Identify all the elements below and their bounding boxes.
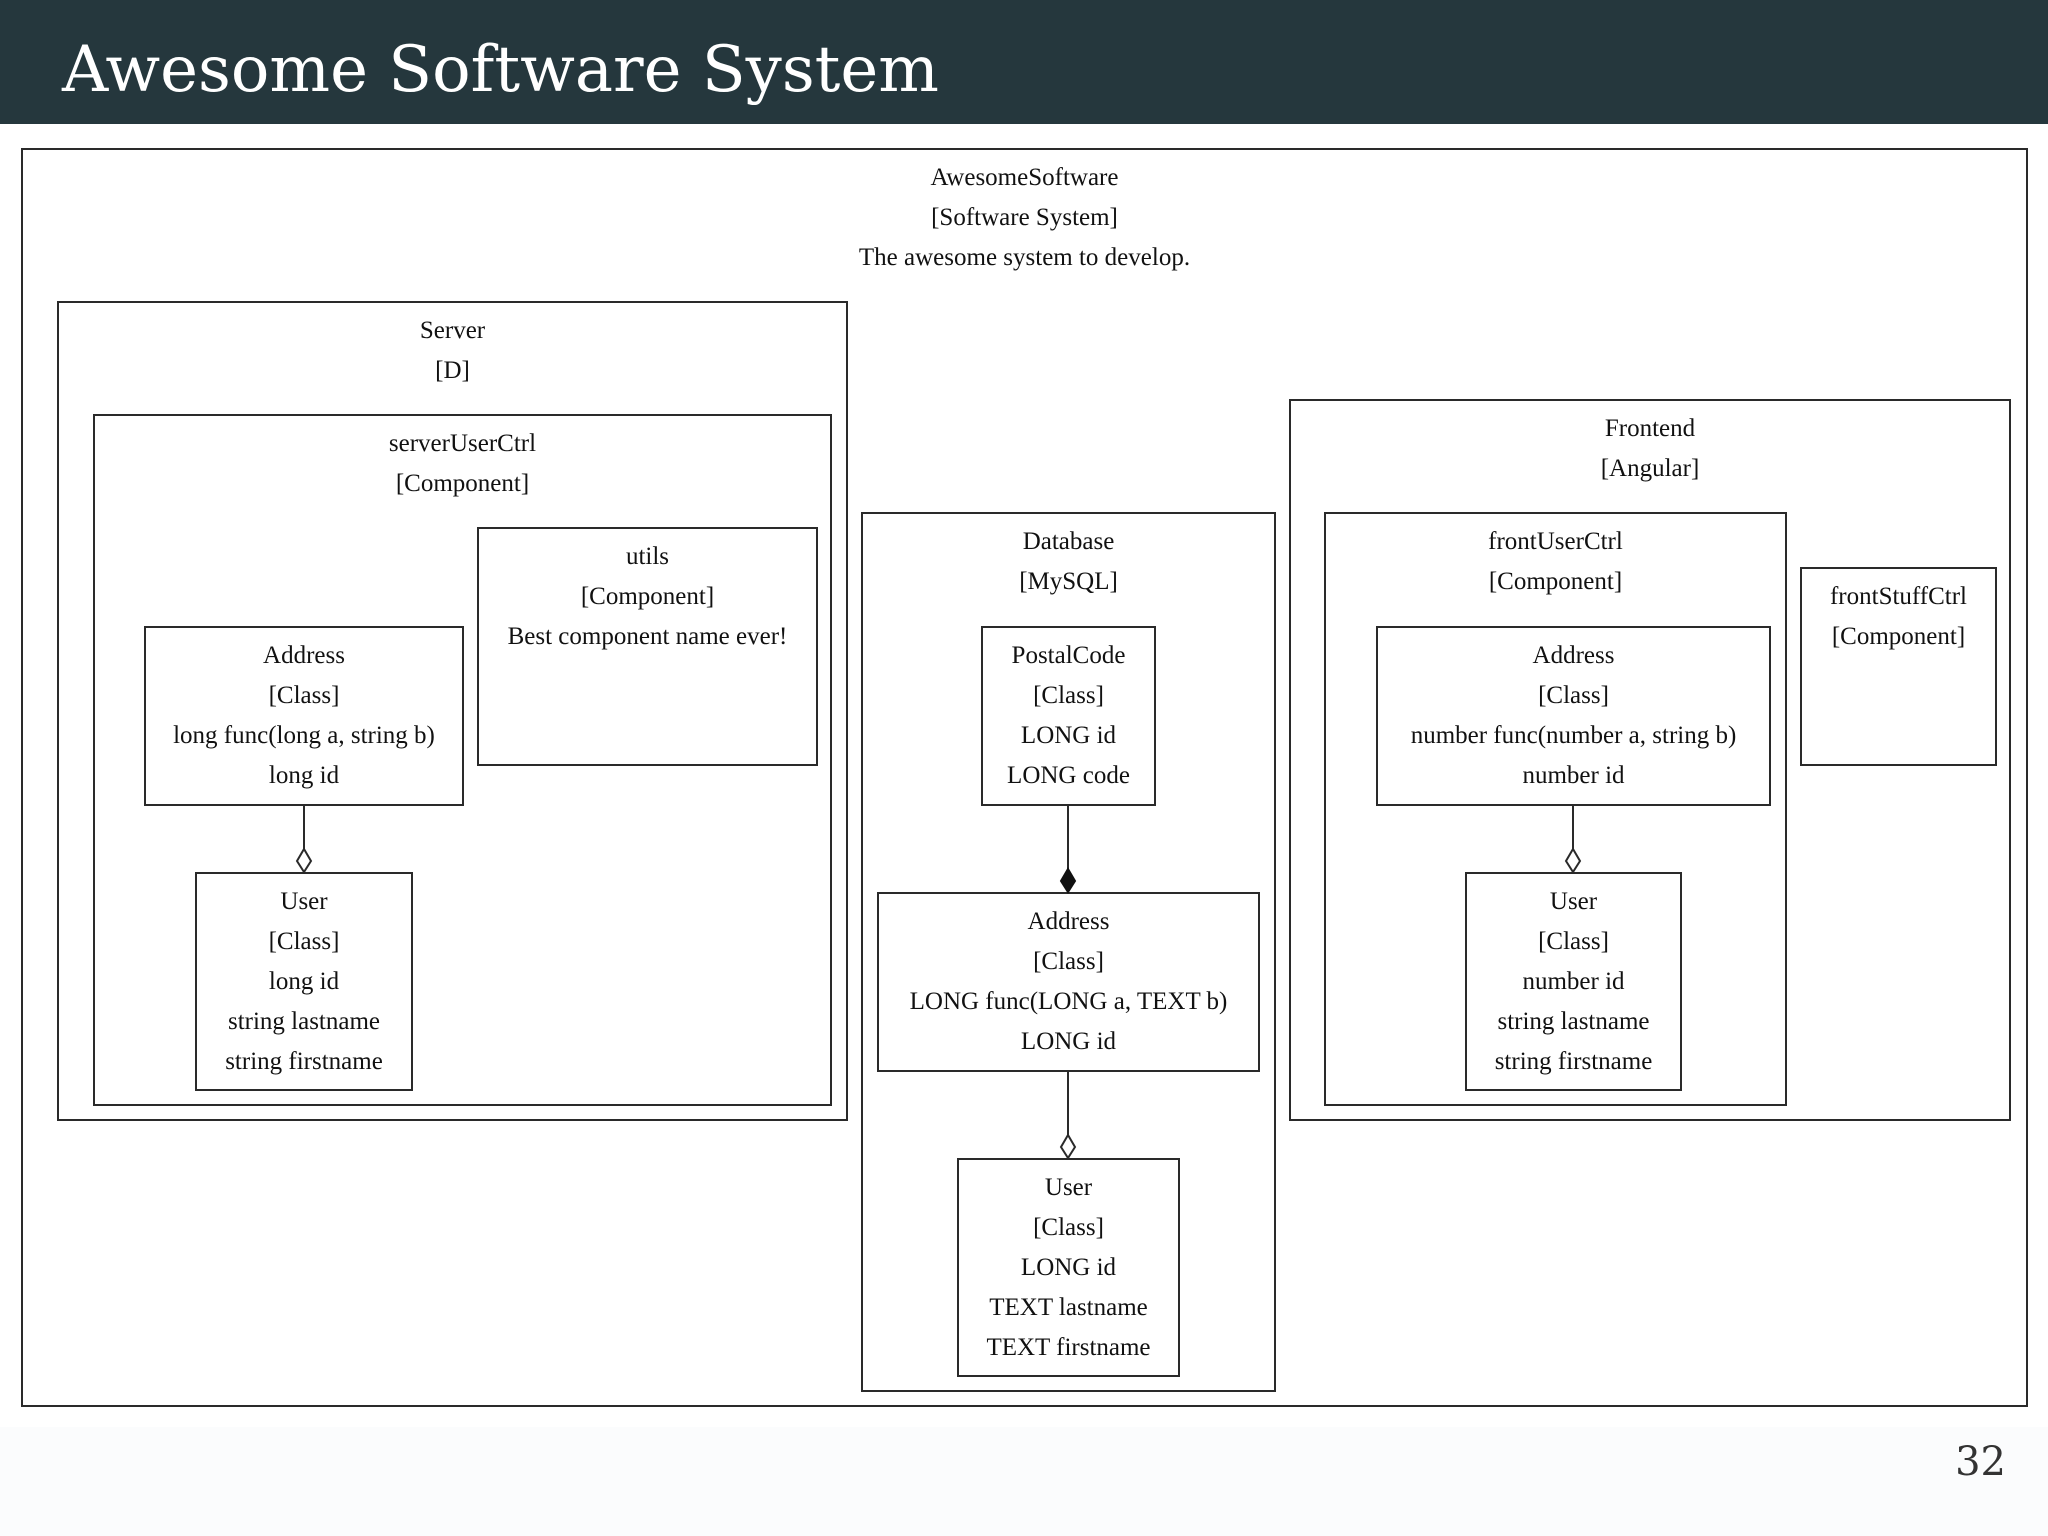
front-user-ctrl-name: frontUserCtrl	[1488, 528, 1623, 555]
software-system-box: AwesomeSoftware [Software System] The aw…	[21, 148, 2028, 1407]
db-user-name: User	[1044, 1174, 1093, 1201]
server-address-member: long func(long a, string b)	[173, 722, 435, 749]
utils-type: [Component]	[580, 583, 715, 610]
server-user-ctrl-name: serverUserCtrl	[388, 430, 537, 457]
db-postal-code-name: PostalCode	[1011, 642, 1126, 669]
db-user-member: TEXT lastname	[989, 1294, 1148, 1321]
footer	[0, 1427, 2048, 1536]
server-user-type: [Class]	[268, 928, 340, 955]
db-user-member: LONG id	[1020, 1254, 1117, 1281]
server-address-name: Address	[263, 642, 345, 669]
server-user-member: string firstname	[225, 1048, 383, 1075]
db-address-class: Address [Class] LONG func(LONG a, TEXT b…	[877, 892, 1260, 1072]
front-stuff-ctrl-component: frontStuffCtrl [Component]	[1800, 567, 1997, 766]
front-user-member: number id	[1522, 968, 1625, 995]
db-address-type: [Class]	[1033, 948, 1104, 975]
front-user-ctrl-component: frontUserCtrl [Component]	[1324, 512, 1787, 1106]
server-user-ctrl-type: [Component]	[395, 470, 530, 497]
front-user-member: string lastname	[1497, 1008, 1650, 1035]
server-type: [D]	[435, 357, 470, 384]
server-address-class: Address [Class] long func(long a, string…	[144, 626, 464, 806]
utils-component: utils [Component] Best component name ev…	[477, 527, 818, 766]
slide-title: Awesome Software System	[62, 33, 939, 107]
system-type: [Software System]	[931, 204, 1118, 231]
system-description: The awesome system to develop.	[858, 244, 1191, 271]
db-postal-code-member: LONG code	[1007, 762, 1130, 789]
server-name: Server	[419, 317, 486, 344]
server-user-ctrl-component: serverUserCtrl [Component]	[93, 414, 832, 1106]
front-user-class: User [Class] number id string lastname s…	[1465, 872, 1682, 1091]
server-container: Server [D]	[57, 301, 848, 1121]
front-user-ctrl-type: [Component]	[1488, 568, 1623, 595]
front-user-member: string firstname	[1494, 1048, 1653, 1075]
db-address-member: LONG func(LONG a, TEXT b)	[909, 988, 1228, 1015]
db-postal-code-class: PostalCode [Class] LONG id LONG code	[981, 626, 1156, 806]
server-user-member: long id	[268, 968, 340, 995]
server-address-member: long id	[268, 762, 340, 789]
utils-description: Best component name ever!	[507, 623, 788, 650]
db-user-type: [Class]	[1033, 1214, 1104, 1241]
server-user-class: User [Class] long id string lastname str…	[195, 872, 413, 1091]
db-user-class: User [Class] LONG id TEXT lastname TEXT …	[957, 1158, 1180, 1377]
front-address-type: [Class]	[1538, 682, 1609, 709]
front-stuff-ctrl-name: frontStuffCtrl	[1829, 583, 1968, 610]
title-bar: Awesome Software System	[0, 0, 2048, 124]
db-address-member: LONG id	[1020, 1028, 1117, 1055]
db-address-name: Address	[1027, 908, 1110, 935]
server-address-type: [Class]	[268, 682, 340, 709]
database-type: [MySQL]	[1019, 568, 1118, 595]
db-postal-code-type: [Class]	[1033, 682, 1104, 709]
server-user-member: string lastname	[227, 1008, 381, 1035]
db-user-member: TEXT firstname	[986, 1334, 1151, 1361]
front-address-member: number func(number a, string b)	[1410, 722, 1737, 749]
frontend-container: Frontend [Angular]	[1289, 399, 2011, 1121]
front-address-name: Address	[1532, 642, 1615, 669]
front-stuff-ctrl-type: [Component]	[1831, 623, 1966, 650]
front-address-member: number id	[1522, 762, 1625, 789]
database-container: Database [MySQL]	[861, 512, 1276, 1392]
frontend-name: Frontend	[1604, 415, 1696, 442]
database-name: Database	[1022, 528, 1115, 555]
frontend-type: [Angular]	[1600, 455, 1700, 482]
front-user-type: [Class]	[1538, 928, 1609, 955]
db-postal-code-member: LONG id	[1020, 722, 1117, 749]
front-address-class: Address [Class] number func(number a, st…	[1376, 626, 1771, 806]
page-number: 32	[1955, 1439, 2006, 1485]
utils-name: utils	[625, 543, 670, 570]
front-user-name: User	[1549, 888, 1598, 915]
system-name: AwesomeSoftware	[930, 164, 1119, 191]
server-user-name: User	[280, 888, 328, 915]
